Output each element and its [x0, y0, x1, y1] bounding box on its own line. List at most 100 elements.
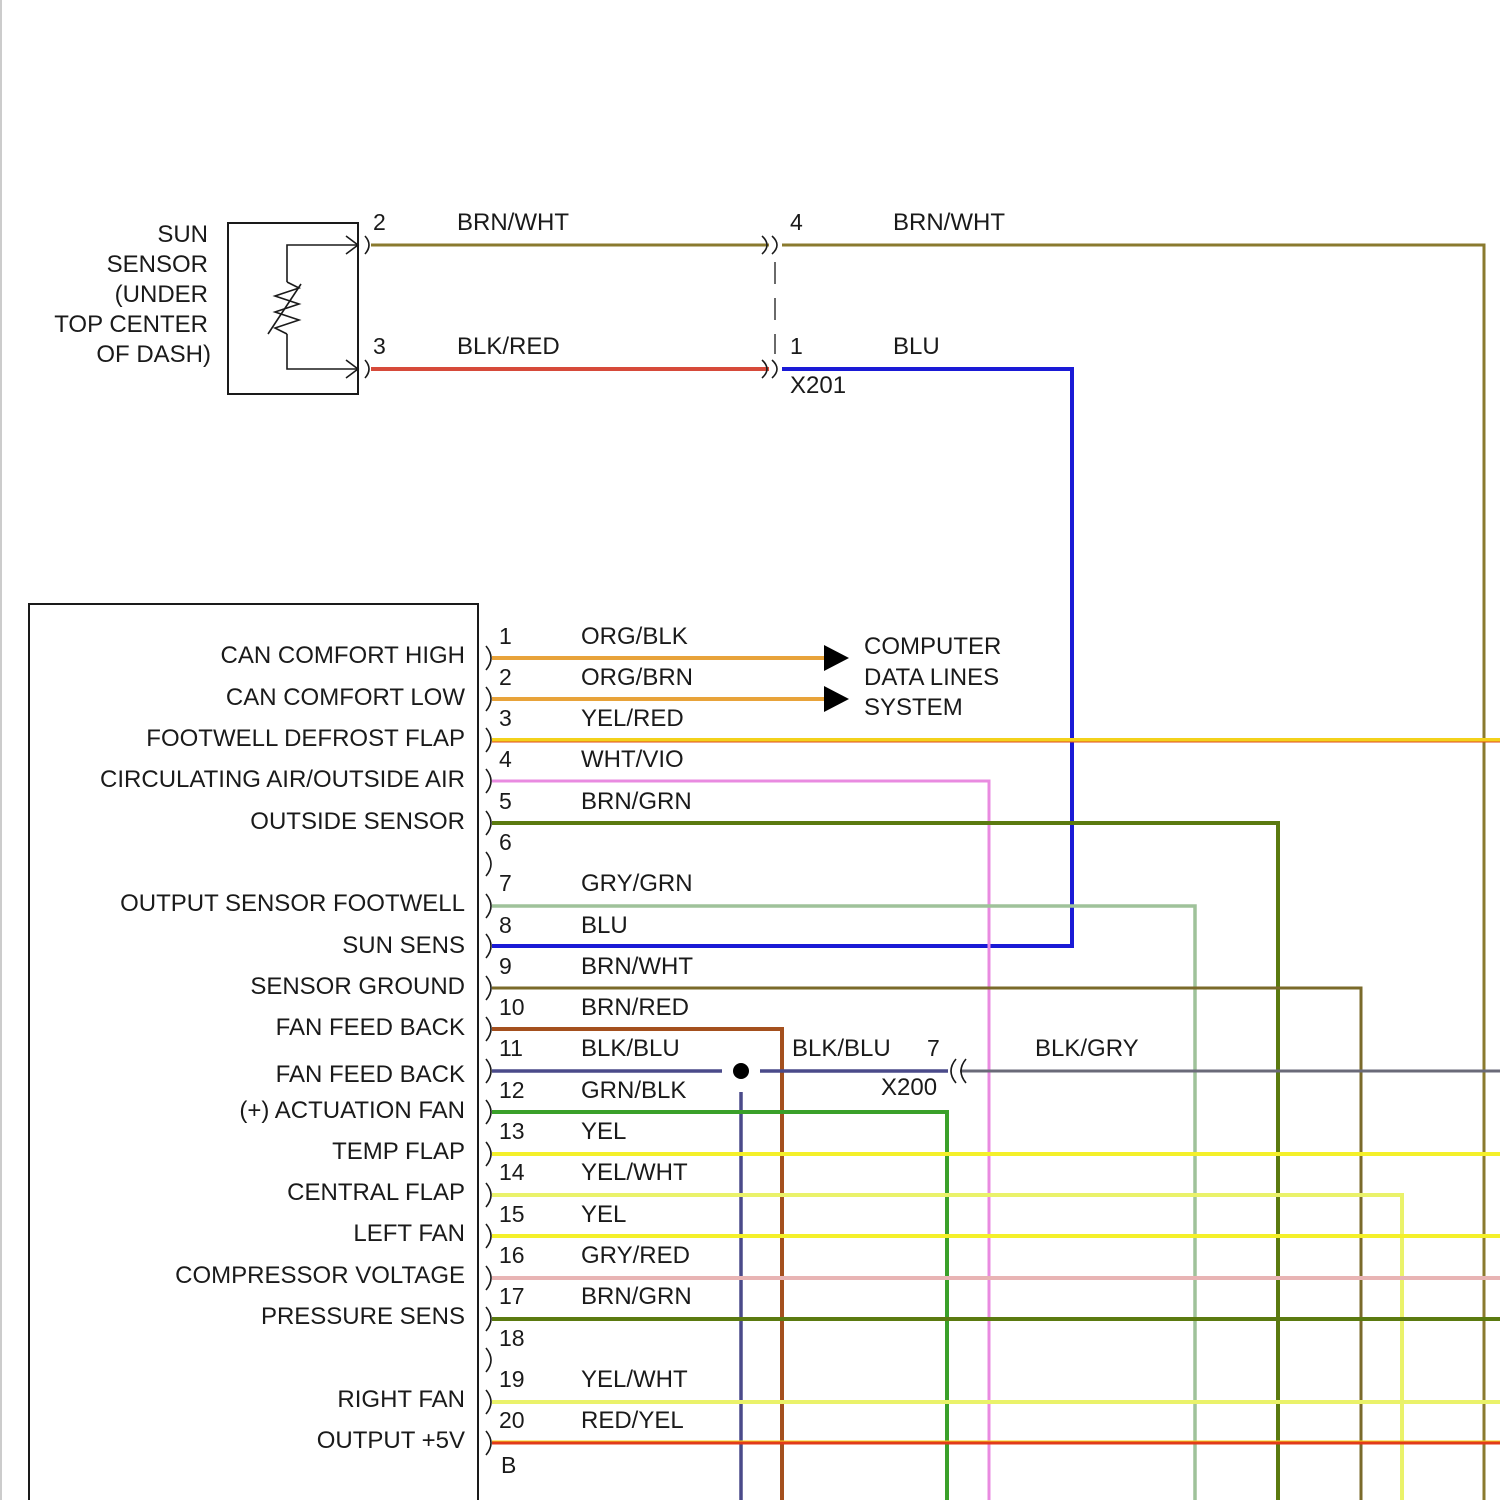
connector-mark [486, 1017, 491, 1041]
connector-mark [486, 1059, 491, 1083]
pin-number: 15 [499, 1201, 525, 1227]
pin-function-label: SUN SENS [342, 932, 465, 959]
x201-label: X201 [790, 372, 846, 399]
sun-sensor-upper-lead [287, 245, 358, 282]
wire-color-label: BRN/GRN [581, 788, 692, 815]
module-connector-label: B [501, 1452, 516, 1478]
pin-function-label: CENTRAL FLAP [287, 1179, 465, 1206]
arrow-right-icon [824, 686, 849, 712]
wire-label-blk-red: BLK/RED [457, 333, 560, 360]
connector-mark [486, 1183, 491, 1207]
pin-number: 13 [499, 1118, 525, 1144]
arrow-right-icon [824, 645, 849, 671]
sun-sensor-pin-lower: 3 [373, 333, 386, 359]
connector-x200: BLK/BLU 7 X200 BLK/GRY [792, 1035, 1139, 1101]
pin-function-label: CAN COMFORT LOW [226, 684, 465, 711]
pin-number: 6 [499, 829, 512, 855]
wire-color-label: GRN/BLK [581, 1077, 686, 1104]
sun-sensor-label-line-2: SENSOR [107, 251, 208, 278]
wire-color-label: ORG/BRN [581, 664, 693, 691]
pin-number: 3 [499, 705, 512, 731]
x201-pin-lower: 1 [790, 333, 803, 359]
module-pin-numbers: 1 2 3 4 5 6 7 8 9 10 11 12 13 14 15 16 1… [499, 623, 525, 1478]
connector-mark [365, 360, 369, 378]
pin-number: 2 [499, 664, 512, 690]
wire-color-label: BRN/GRN [581, 1283, 692, 1310]
pin-number: 4 [499, 746, 512, 772]
connector-mark [486, 934, 491, 958]
connector-mark [486, 728, 491, 752]
splice-dot [733, 1063, 749, 1079]
wire-color-label: YEL [581, 1118, 626, 1145]
pin-number: 14 [499, 1159, 525, 1185]
connector-mark [486, 1142, 491, 1166]
pin-number: 11 [499, 1035, 523, 1061]
data-lines-label-line-2: DATA LINES [864, 664, 999, 691]
connector-mark [486, 1100, 491, 1124]
wire-brn-wht-right [782, 245, 1484, 1500]
connector-mark [951, 1059, 956, 1083]
connector-mark [486, 1266, 491, 1290]
pin-function-label: PRESSURE SENS [261, 1303, 465, 1330]
connector-mark [772, 360, 777, 378]
sun-sensor-label-line-5: OF DASH) [96, 341, 211, 368]
wire-label-brn-wht-left: BRN/WHT [457, 209, 569, 236]
sun-sensor-lower-lead [287, 334, 358, 369]
variable-resistor-arrow-icon [268, 284, 301, 334]
connector-mark [772, 236, 777, 254]
wire-color-label: BRN/RED [581, 994, 689, 1021]
pin-function-label: TEMP FLAP [332, 1138, 465, 1165]
pin-function-label: SENSOR GROUND [250, 973, 465, 1000]
resistor-icon [275, 282, 299, 334]
sun-sensor-wires: BRN/WHT BLK/RED [371, 209, 769, 369]
wire-color-label: YEL/RED [581, 705, 684, 732]
pin-number: 9 [499, 953, 512, 979]
pin-number: 12 [499, 1077, 525, 1103]
connector-mark [486, 687, 491, 711]
wire-color-label: BLU [581, 912, 628, 939]
x200-wire-out-label: BLK/GRY [1035, 1035, 1139, 1062]
connector-mark [486, 769, 491, 793]
wire-color-label: WHT/VIO [581, 746, 684, 773]
wire-color-label: BLK/BLU [581, 1035, 680, 1062]
sun-sensor-label-line-1: SUN [157, 221, 208, 248]
wire-color-label: RED/YEL [581, 1407, 684, 1434]
pin-function-label: (+) ACTUATION FAN [239, 1097, 465, 1124]
wire-color-label: BRN/WHT [581, 953, 693, 980]
data-lines-system-label: COMPUTER DATA LINES SYSTEM [864, 633, 1001, 721]
sun-sensor-label-line-3: (UNDER [115, 281, 208, 308]
pin-number: 5 [499, 788, 512, 814]
pin-number: 19 [499, 1366, 525, 1392]
sun-sensor-label-line-4: TOP CENTER [54, 311, 208, 338]
x200-pin: 7 [927, 1035, 940, 1061]
pin-number: 7 [499, 870, 512, 896]
wire-color-label: YEL [581, 1201, 626, 1228]
connector-mark [486, 1348, 491, 1372]
wire-color-label: YEL/WHT [581, 1159, 688, 1186]
pin-function-label: OUTPUT SENSOR FOOTWELL [120, 890, 465, 917]
pin-number: 20 [499, 1407, 525, 1433]
wire-label-brn-wht-right: BRN/WHT [893, 209, 1005, 236]
pin-function-label: CAN COMFORT HIGH [221, 642, 465, 669]
connector-mark [486, 1224, 491, 1248]
pin-function-label: OUTPUT +5V [317, 1427, 465, 1454]
connector-mark [486, 1431, 491, 1455]
pin-number: 10 [499, 994, 525, 1020]
pin-number: 18 [499, 1325, 525, 1351]
wire-color-label: GRY/RED [581, 1242, 690, 1269]
data-lines-label-line-1: COMPUTER [864, 633, 1001, 660]
wire-color-label: YEL/WHT [581, 1366, 688, 1393]
pin-number: 17 [499, 1283, 525, 1309]
wire-color-label: ORG/BLK [581, 623, 688, 650]
x200-wire-in-label: BLK/BLU [792, 1035, 891, 1062]
wire-color-label: GRY/GRN [581, 870, 693, 897]
connector-mark [486, 1307, 491, 1331]
pin-number: 16 [499, 1242, 525, 1268]
sun-sensor: SUN SENSOR (UNDER TOP CENTER OF DASH) 2 … [54, 209, 386, 394]
module-connector-marks [486, 646, 491, 1455]
pin-function-label: COMPRESSOR VOLTAGE [175, 1262, 465, 1289]
connector-mark [486, 894, 491, 918]
pin-number: 1 [499, 623, 512, 649]
pin-number: 8 [499, 912, 512, 938]
